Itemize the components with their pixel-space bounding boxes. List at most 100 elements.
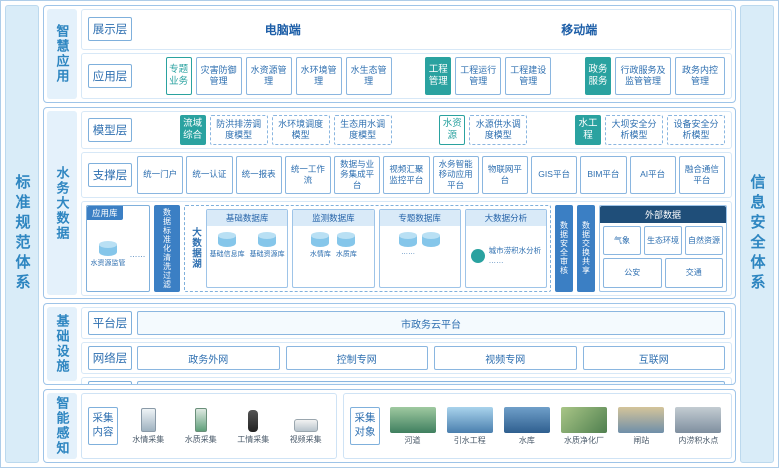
group-thematic-business: 专题业务 灾害防御管理 水资源管理 水环境管理 水生态管理 — [165, 56, 392, 95]
group-head-water-engineering-model: 水工程 — [574, 115, 601, 145]
external-item-traffic: 交通 — [664, 258, 723, 288]
group-head-basin-comprehensive: 流域综合 — [179, 115, 206, 145]
entity-layer-label: 实体层 — [88, 381, 132, 384]
photo-label: 引水工程 — [453, 435, 486, 445]
standards-system-label: 标准规范体系 — [13, 174, 31, 294]
database-cylinder-icon — [258, 231, 277, 247]
engineering-sensor-icon — [248, 409, 259, 432]
water-level-gauge-icon — [140, 407, 156, 432]
group-head-thematic-business: 专题业务 — [165, 56, 192, 95]
display-layer-label: 展示层 — [88, 17, 132, 42]
cctv-camera-icon — [293, 418, 318, 432]
smart-application-body: 展示层 电脑端 移动端 应用层 专题业务 灾害防御管理 水资源管理 水环境管理 … — [81, 9, 732, 99]
base-database-body: 基础信息库 基础资源库 — [207, 226, 287, 287]
collection-content-items: 水情采集 水质采集 工情采集 视频采集 — [124, 407, 330, 445]
cylinder-label: 基础信息库 — [209, 250, 245, 258]
thematic-database-group: 专题数据库 …… — [378, 208, 461, 288]
network-items: 政务外网 控制专网 视频专网 互联网 — [137, 346, 725, 370]
object-photo-unit: 内涝积水点 — [675, 406, 722, 446]
monitoring-database-group: 监测数据库 水情库 水质库 — [292, 208, 375, 288]
base-database-group: 基础数据库 基础信息库 基础资源库 — [206, 208, 289, 288]
section-title-infrastructure: 基础设施 — [47, 307, 77, 381]
network-layer-label: 网络层 — [88, 346, 132, 370]
collection-device-unit: 水质采集 — [185, 407, 217, 445]
analysis-chart-icon — [470, 249, 485, 264]
diagram-main: 智慧应用 展示层 电脑端 移动端 应用层 专题业务 灾害防御管理 水资源管理 水… — [43, 5, 736, 463]
app-item-water-environment: 水环境管理 — [295, 56, 342, 95]
application-database-box: 应用库 水资源监管 …… — [86, 204, 150, 292]
management-center-box: 管理中心/监控分中心 — [137, 381, 725, 384]
support-item-portal: 统一门户 — [137, 155, 184, 194]
network-item-control-network: 控制专网 — [285, 346, 428, 370]
platform-layer-label: 平台层 — [88, 311, 132, 335]
photo-label: 水库 — [518, 435, 535, 445]
support-item-auth: 统一认证 — [186, 155, 233, 194]
object-photo-unit: 水质净化厂 — [561, 406, 608, 446]
monitoring-database-header: 监测数据库 — [293, 209, 374, 226]
application-database-body: 水资源监管 …… — [87, 220, 149, 289]
cylinder-unit: 水情库 — [310, 231, 331, 259]
information-security-label: 信息安全体系 — [748, 174, 766, 294]
perception-body: 采集内容 水情采集 水质采集 工情采集 — [81, 393, 732, 459]
external-data-box: 外部数据 气象 生态环境 自然资源 公安 交通 — [599, 204, 727, 292]
purification-plant-photo — [561, 406, 608, 433]
sluice-station-photo — [618, 406, 665, 433]
information-security-bar: 信息安全体系 — [740, 5, 774, 463]
support-item-data-business-integration: 数据与业务集成平台 — [334, 155, 381, 194]
external-item-eco-environment: 生态环境 — [644, 225, 682, 256]
collection-device-unit: 视频采集 — [290, 410, 322, 445]
collection-objects-box: 采集对象 河道 引水工程 水库 — [342, 393, 732, 459]
big-data-lake-label: 大数据湖 — [190, 227, 201, 270]
external-item-public-security: 公安 — [603, 258, 662, 288]
waterlogging-point-photo — [675, 406, 722, 433]
external-item-natural-resources: 自然资源 — [685, 225, 723, 256]
section-title-intelligent-perception: 智能感知 — [47, 393, 77, 459]
cylinder-label: 水质库 — [335, 250, 357, 258]
monitoring-database-body: 水情库 水质库 — [293, 226, 373, 287]
analysis-ellipsis: …… — [488, 256, 504, 266]
section-water-big-data: 水务大数据 模型层 流域综合 防洪排涝调度模型 水环境调度模型 生态用水调度模型… — [43, 107, 736, 299]
application-layer-label: 应用层 — [88, 63, 132, 88]
data-security-audit-pipe: 数据安全审核 — [555, 204, 573, 292]
network-item-gov-extranet: 政务外网 — [137, 346, 280, 370]
database-cylinder-icon — [399, 231, 418, 247]
reservoir-photo — [503, 406, 550, 433]
app-item-engineering-operation: 工程运行管理 — [455, 56, 502, 95]
app-item-disaster-defense: 灾害防御管理 — [195, 56, 242, 95]
object-photo-unit: 水库 — [503, 406, 550, 446]
section-intelligent-perception: 智能感知 采集内容 水情采集 水质采集 — [43, 389, 736, 463]
section-title-water-big-data: 水务大数据 — [47, 111, 77, 295]
model-item-dam-safety: 大坝安全分析模型 — [604, 115, 663, 145]
support-layer-label: 支撑层 — [88, 162, 132, 187]
model-item-eco-water-dispatch: 生态用水调度模型 — [333, 115, 392, 145]
pc-terminal-header: 电脑端 — [264, 22, 301, 37]
app-db-cylinder-label: 水资源监管 — [90, 260, 126, 268]
data-cleaning-pipe: 数据标准化清洗过滤 — [154, 204, 180, 292]
big-data-lake-box: 大数据湖 基础数据库 基础信息库 基础资源库 — [184, 204, 551, 292]
database-cylinder-icon — [311, 231, 330, 247]
network-item-internet: 互联网 — [582, 346, 725, 370]
support-item-mobile-app-platform: 水务智能移动应用平台 — [432, 155, 479, 194]
big-data-analysis-header: 大数据分析 — [465, 209, 546, 226]
app-item-water-ecology: 水生态管理 — [345, 56, 392, 95]
object-photo-unit: 河道 — [389, 406, 436, 446]
app-item-admin-service-supervision: 行政服务及监管管理 — [614, 56, 671, 95]
external-data-header: 外部数据 — [600, 205, 726, 223]
support-item-gis-platform: GIS平台 — [531, 155, 578, 194]
big-data-analysis-group: 大数据分析 城市涝积水分析 …… — [464, 208, 547, 288]
standards-system-bar: 标准规范体系 — [5, 5, 39, 463]
section-smart-application: 智慧应用 展示层 电脑端 移动端 应用层 专题业务 灾害防御管理 水资源管理 水… — [43, 5, 736, 103]
model-item-supply-dispatch: 水源供水调度模型 — [469, 115, 528, 145]
device-label: 水情采集 — [132, 434, 165, 444]
group-engineering-management: 工程管理 工程运行管理 工程建设管理 — [425, 56, 552, 95]
group-head-engineering-management: 工程管理 — [425, 56, 452, 95]
model-item-water-env-dispatch: 水环境调度模型 — [271, 115, 330, 145]
cylinder-label: …… — [401, 248, 416, 256]
support-layer-row: 支撑层 统一门户 统一认证 统一报表 统一工作流 数据与业务集成平台 视频汇聚监… — [81, 151, 732, 198]
collection-objects-label: 采集对象 — [349, 407, 380, 445]
support-item-iot-platform: 物联网平台 — [481, 155, 528, 194]
cylinder-label: 基础资源库 — [249, 250, 285, 258]
app-db-ellipsis: …… — [129, 249, 146, 259]
mobile-terminal-header: 移动端 — [561, 22, 598, 37]
support-item-ai-platform: AI平台 — [629, 155, 676, 194]
